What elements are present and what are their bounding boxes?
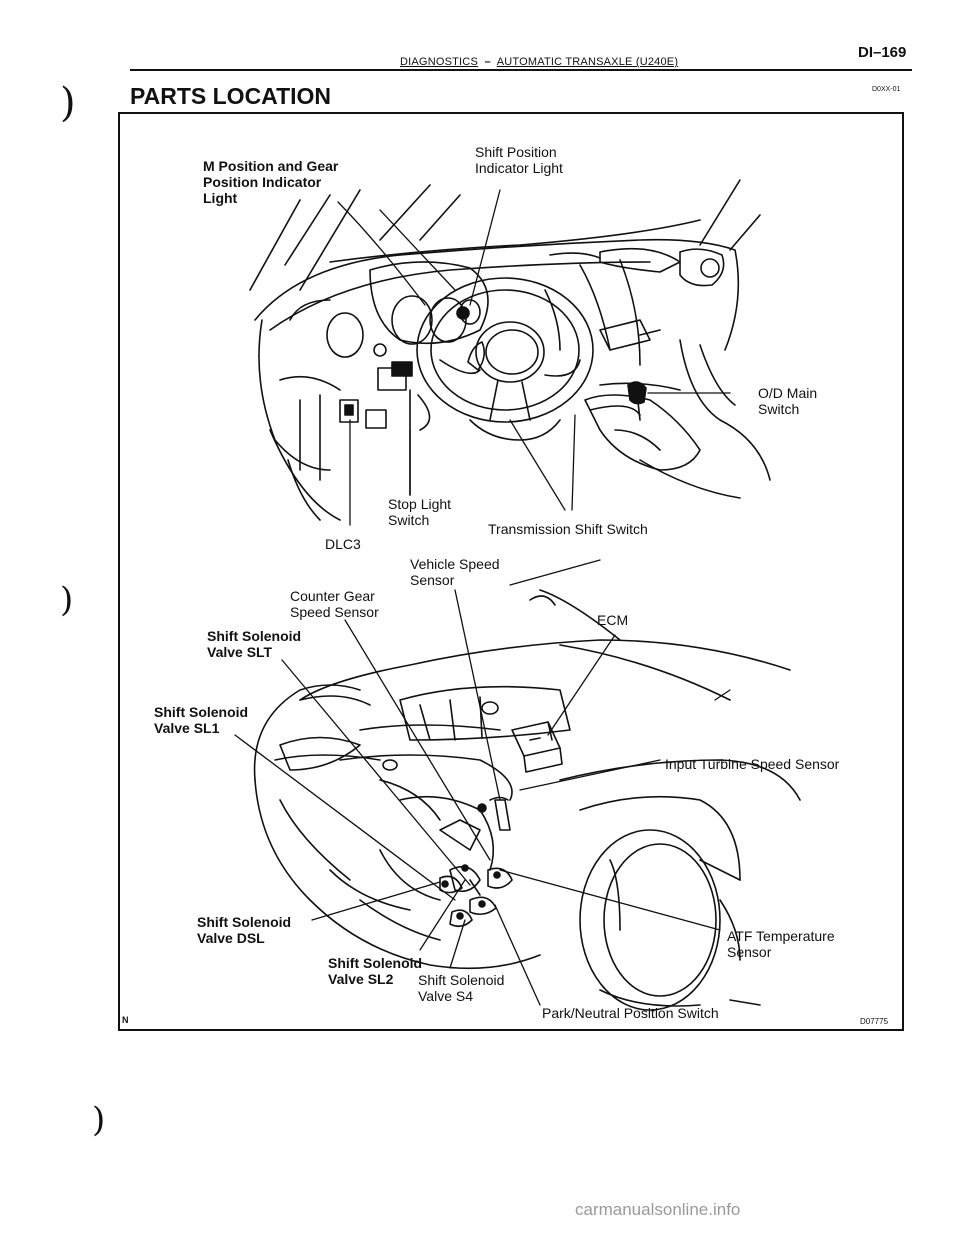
label-od-main-switch: O/D Main Switch <box>758 385 818 417</box>
label-vehicle-speed-sensor: Vehicle Speed Sensor <box>410 556 500 588</box>
label-ecm: ECM <box>597 612 629 628</box>
label-shift-solenoid-dsl: Shift Solenoid Valve DSL <box>197 914 292 946</box>
label-park-neutral-position-switch: Park/Neutral Position Switch <box>542 1005 719 1021</box>
label-counter-gear-speed-sensor: Counter Gear Speed Sensor <box>290 588 379 620</box>
label-dlc3: DLC3 <box>325 536 361 552</box>
binder-mark: ) <box>60 580 74 620</box>
label-shift-solenoid-sl2: Shift Solenoid Valve SL2 <box>328 955 423 987</box>
page-title: PARTS LOCATION <box>130 83 332 109</box>
header-rule <box>130 69 912 71</box>
page-number: DI–169 <box>858 44 907 61</box>
label-input-turbine-speed-sensor: Input Turbine Speed Sensor <box>665 756 840 772</box>
label-m-position-indicator-light: M Position and Gear Position Indicator L… <box>203 158 339 206</box>
figure-corner-mark: N <box>122 1015 129 1025</box>
doc-code: D0XX-01 <box>872 86 901 93</box>
figure-id: D07775 <box>860 1017 889 1026</box>
label-transmission-shift-switch: Transmission Shift Switch <box>488 521 648 537</box>
footer-watermark: carmanualsonline.info <box>575 1200 741 1219</box>
header-section-name: DIAGNOSTICS <box>400 56 478 68</box>
label-shift-solenoid-s4: Shift Solenoid Valve S4 <box>418 972 505 1004</box>
label-stop-light-switch: Stop Light Switch <box>388 496 452 528</box>
header-separator: – <box>484 56 491 68</box>
figure-frame <box>118 112 904 1031</box>
label-shift-position-indicator-light: Shift Position Indicator Light <box>475 144 563 176</box>
binder-mark: ) <box>92 1100 106 1140</box>
binder-mark: ) <box>60 80 76 126</box>
dashboard-illustration <box>249 179 771 526</box>
label-shift-solenoid-sl1: Shift Solenoid Valve SL1 <box>154 704 249 736</box>
header-section: DIAGNOSTICS – AUTOMATIC TRANSAXLE (U240E… <box>400 56 678 68</box>
engine-compartment-illustration <box>234 559 801 1011</box>
header-subsection: AUTOMATIC TRANSAXLE (U240E) <box>496 56 679 68</box>
label-atf-temperature-sensor: ATF Temperature Sensor <box>727 928 835 960</box>
label-shift-solenoid-slt: Shift Solenoid Valve SLT <box>207 628 302 660</box>
